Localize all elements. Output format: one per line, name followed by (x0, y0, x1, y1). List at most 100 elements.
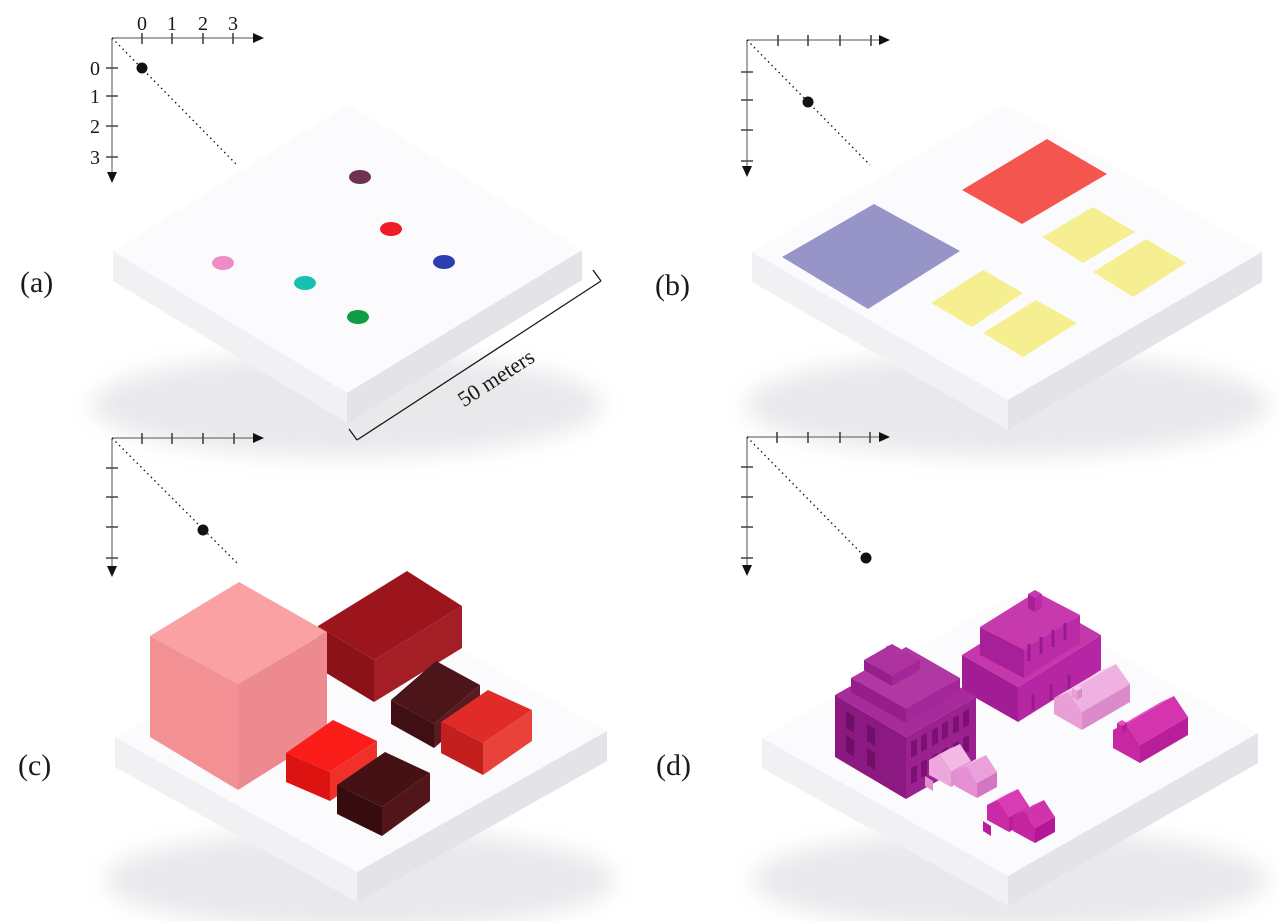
y-tick-label: 3 (90, 147, 100, 169)
x-axis-arrow-icon (253, 33, 264, 43)
panel-c-scene: (c) (18, 433, 615, 921)
house-gable-front (1054, 692, 1082, 730)
house-magenta (1113, 696, 1188, 763)
building-parapet-right (892, 660, 920, 686)
window-pane (1027, 623, 1067, 661)
slab-right-face (1008, 733, 1258, 906)
window-pane (911, 739, 917, 758)
house-wall (1035, 817, 1055, 843)
window-pane (846, 711, 854, 733)
y-axis-arrow-icon (107, 172, 117, 183)
slab-top-face (113, 104, 582, 393)
chimney-cylinder (885, 645, 893, 653)
dimension-line (356, 280, 602, 441)
lod-diagonal-line (746, 39, 871, 166)
footprint-zone-yellow (983, 300, 1077, 357)
block-red-right (441, 690, 532, 775)
lod-diagonal-line (111, 37, 238, 166)
house-wall (1082, 684, 1130, 730)
block-top-face (150, 582, 327, 684)
building-right-face (1018, 635, 1101, 722)
building-roof-slab-right (906, 678, 960, 723)
chimney-right-face (1077, 688, 1082, 700)
x-axis-ticks (141, 433, 235, 444)
footprint-zone-yellow (931, 270, 1023, 327)
block-left-face (391, 700, 434, 748)
window-pane (942, 721, 948, 740)
house-gable-front (987, 800, 1009, 832)
window-pane (911, 765, 917, 784)
chimney-left-face (1117, 723, 1122, 734)
lod-level-dot (860, 552, 872, 564)
house-roof-left (1054, 664, 1116, 698)
lod-diagonal-line (111, 437, 238, 564)
house-pair-magenta (983, 789, 1055, 843)
house-roof-left (929, 744, 960, 760)
lod-level-dot (136, 62, 148, 74)
y-axis-ticks (106, 67, 118, 158)
y-axis-arrow-icon (742, 166, 752, 177)
footprint-zone-yellow (1042, 207, 1135, 263)
panel-label-d: (d) (656, 749, 691, 782)
chimney-right-face (1035, 594, 1042, 612)
footprint-zone-red (962, 139, 1107, 224)
block-dark-red (318, 571, 462, 702)
axis-widget-d (741, 432, 890, 576)
slab-left-face (752, 252, 1008, 430)
data-point-dot-maroon (349, 170, 371, 184)
building-upper-top-face (980, 592, 1080, 650)
house-porch (925, 776, 933, 791)
house-gable-front (955, 766, 977, 798)
dimension-end-tick (348, 428, 358, 441)
block-top-face (337, 752, 430, 807)
block-left-face (150, 636, 238, 790)
axis-widget-a: 0 1 2 3 0 1 2 3 (90, 13, 264, 183)
house-pink (1054, 664, 1130, 730)
building-chimney (1028, 590, 1042, 612)
block-top-face (318, 571, 462, 660)
window-pane (846, 735, 854, 757)
slab-right-face (347, 250, 582, 423)
slab-right-face (1008, 252, 1262, 430)
block-left-face (286, 753, 330, 801)
window-pane (963, 709, 969, 728)
y-axis-arrow-icon (742, 565, 752, 576)
house-gable-front (1113, 724, 1140, 763)
window-pane (921, 759, 927, 778)
house-roof-right (998, 789, 1029, 817)
house-roof-right (1024, 800, 1055, 828)
house-roof-right (1068, 664, 1130, 712)
block-right-face (382, 773, 430, 836)
slab-right-face (357, 731, 607, 902)
footprint-zone-yellow (1093, 239, 1186, 297)
block-top-face (286, 720, 377, 772)
lod-level-dot (802, 96, 814, 108)
axis-widget-c (106, 433, 264, 577)
house-roof-right (1126, 696, 1188, 745)
building-left-face (962, 655, 1018, 722)
block-right-face (374, 606, 462, 702)
x-tick-label: 3 (228, 13, 238, 35)
panel-label-a: (a) (20, 266, 53, 299)
chimney-left-face (1072, 688, 1077, 700)
lod-diagonal-line (746, 436, 869, 561)
footprint-zone-purple (782, 204, 960, 309)
y-tick-label: 1 (90, 86, 100, 108)
slab-left-face (115, 737, 357, 902)
window-pane (867, 748, 875, 770)
dimension-end-tick (592, 269, 602, 282)
chimney-left-face (1028, 594, 1035, 612)
house-wall (977, 772, 997, 798)
panel-a-scene: 50 meters 0 1 2 3 0 1 2 3 (20, 13, 602, 457)
window-pane (867, 724, 875, 746)
slab-left-face (113, 251, 347, 423)
panel-d-scene: (d) (656, 432, 1268, 921)
window-pane (963, 735, 969, 754)
block-right-face (483, 710, 532, 775)
house-gable-front (1013, 811, 1035, 843)
data-point-dot-blue (433, 255, 455, 269)
window-slits (1027, 623, 1071, 710)
building-roof-slab-left (851, 678, 906, 723)
lod-level-dot (197, 524, 209, 536)
block-pink-cube (150, 582, 327, 790)
